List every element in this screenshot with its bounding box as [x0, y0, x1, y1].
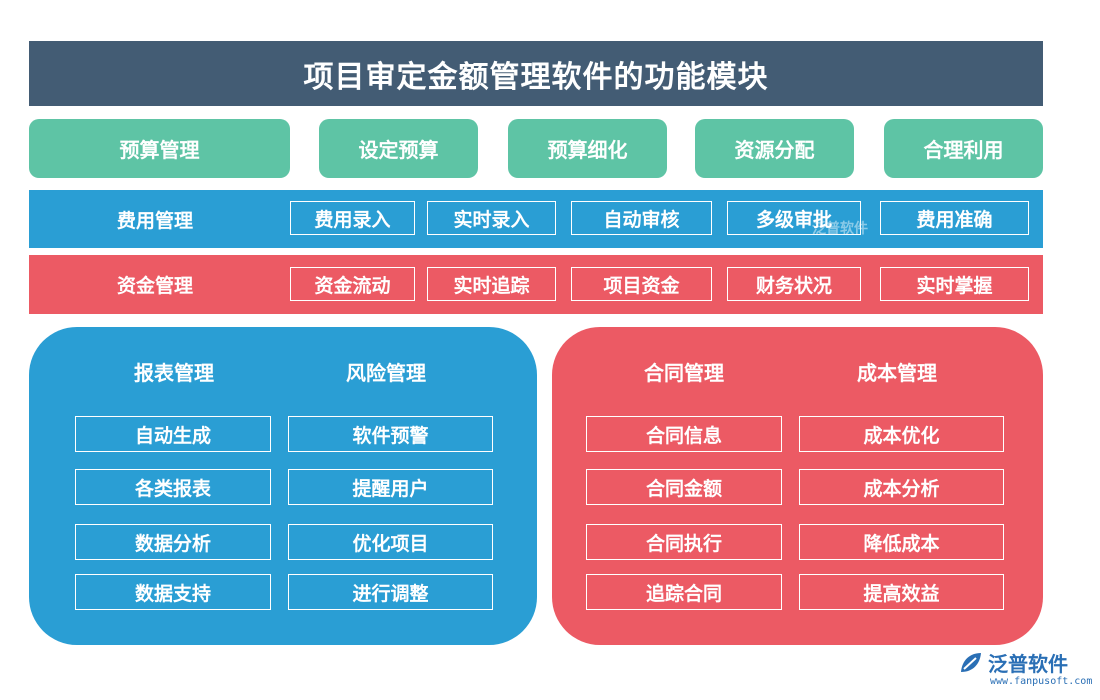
- contract-management-heading: 合同管理: [644, 361, 724, 385]
- fee-item: 实时录入: [427, 201, 556, 235]
- fee-item: 多级审批: [727, 201, 861, 235]
- report-item: 自动生成: [75, 416, 271, 452]
- fund-item: 实时追踪: [427, 267, 556, 301]
- brand-logo: 泛普软件 www.fanpusoft.com: [958, 648, 1092, 692]
- fee-management-band: 费用管理 费用录入 实时录入 自动审核 多级审批 费用准确: [29, 190, 1043, 248]
- risk-item: 软件预警: [288, 416, 493, 452]
- cost-item: 提高效益: [799, 574, 1004, 610]
- watermark-text: 泛普软件: [812, 221, 868, 237]
- module-budget-detail: 预算细化: [508, 119, 667, 178]
- fund-item: 资金流动: [290, 267, 415, 301]
- fund-item: 实时掌握: [880, 267, 1029, 301]
- module-resource-allocation: 资源分配: [695, 119, 854, 178]
- fund-management-band: 资金管理 资金流动 实时追踪 项目资金 财务状况 实时掌握: [29, 255, 1043, 314]
- diagram-title: 项目审定金额管理软件的功能模块: [29, 41, 1043, 106]
- risk-item: 优化项目: [288, 524, 493, 560]
- left-panel: 报表管理 风险管理 自动生成 各类报表 数据分析 数据支持 软件预警 提醒用户 …: [29, 327, 537, 645]
- contract-item: 合同金额: [586, 469, 782, 505]
- fee-item: 费用准确: [880, 201, 1029, 235]
- report-item: 数据支持: [75, 574, 271, 610]
- cost-item: 降低成本: [799, 524, 1004, 560]
- report-item: 各类报表: [75, 469, 271, 505]
- logo-url: www.fanpusoft.com: [990, 676, 1093, 687]
- right-panel: 合同管理 成本管理 合同信息 合同金额 合同执行 追踪合同 成本优化 成本分析 …: [552, 327, 1043, 645]
- contract-item: 合同信息: [586, 416, 782, 452]
- cost-item: 成本分析: [799, 469, 1004, 505]
- fund-management-label: 资金管理: [117, 275, 194, 297]
- risk-item: 进行调整: [288, 574, 493, 610]
- fee-management-label: 费用管理: [117, 209, 194, 232]
- module-budget-management: 预算管理: [29, 119, 290, 178]
- cost-management-heading: 成本管理: [857, 361, 937, 385]
- cost-item: 成本优化: [799, 416, 1004, 452]
- risk-management-heading: 风险管理: [346, 361, 426, 385]
- fund-item: 项目资金: [571, 267, 712, 301]
- logo-leaf-icon: [961, 653, 981, 672]
- report-management-heading: 报表管理: [134, 361, 214, 385]
- contract-item: 合同执行: [586, 524, 782, 560]
- fund-item: 财务状况: [727, 267, 861, 301]
- fee-item: 自动审核: [571, 201, 712, 235]
- fee-item: 费用录入: [290, 201, 415, 235]
- module-set-budget: 设定预算: [319, 119, 478, 178]
- risk-item: 提醒用户: [288, 469, 493, 505]
- module-rational-use: 合理利用: [884, 119, 1043, 178]
- contract-item: 追踪合同: [586, 574, 782, 610]
- logo-name: 泛普软件: [988, 652, 1068, 676]
- report-item: 数据分析: [75, 524, 271, 560]
